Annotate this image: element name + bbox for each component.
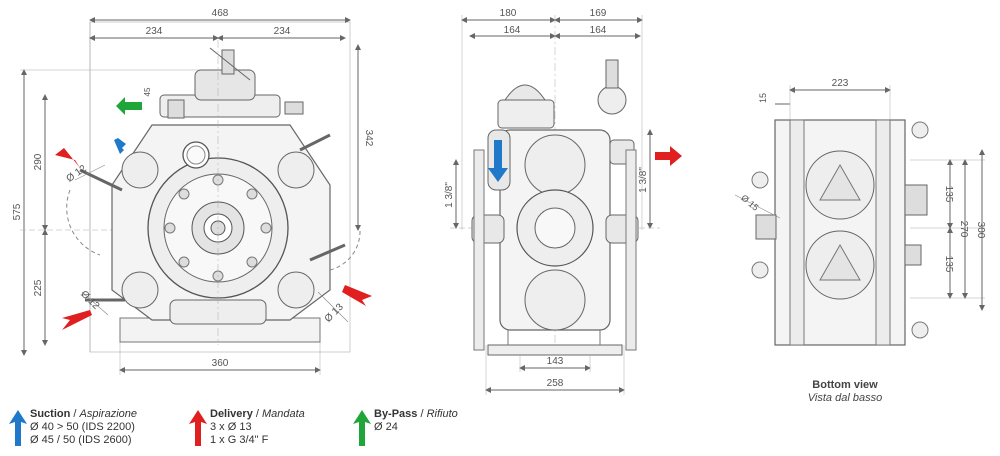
dim-45: 45	[143, 87, 152, 96]
dim-234-right: 234	[274, 26, 291, 37]
side-flow-arrows	[488, 140, 682, 182]
dim-468: 468	[212, 8, 229, 19]
bottom-view-subtitle: Vista dal basso	[807, 392, 883, 404]
dim-thread-left: 1 3/8"	[444, 182, 455, 208]
dim-223: 223	[832, 78, 849, 89]
dim-15: 15	[758, 93, 768, 103]
arrow-up-icon	[9, 410, 27, 446]
delivery-arrow-icon	[655, 146, 682, 166]
dim-dia-12-a: Ø 12	[65, 163, 89, 185]
dim-360: 360	[212, 358, 229, 369]
dim-575: 575	[12, 203, 23, 220]
side-dim-labels: 180 169 164 164 1 3/8" 1 3/8" 143 258	[444, 8, 649, 389]
legend-suction-name: Suction	[30, 408, 71, 420]
dim-dia-13: Ø 13	[323, 301, 346, 324]
dim-270: 270	[958, 221, 969, 238]
dim-225: 225	[33, 279, 44, 296]
legend-suction-name-it: Aspirazione	[79, 408, 137, 420]
dim-300: 300	[975, 222, 986, 239]
legend-delivery-line-2: 1 x G 3/4" F	[210, 434, 269, 446]
legend-bypass-name: By-Pass	[374, 408, 418, 420]
bottom-view	[734, 85, 985, 346]
arrow-up-icon	[189, 410, 207, 446]
legend-bypass-name-it: Rifiuto	[426, 408, 458, 420]
legend-bypass: By-Pass / Rifiuto Ø 24	[352, 408, 502, 452]
dim-180: 180	[500, 8, 517, 19]
legend-delivery-line-1: 3 x Ø 13	[210, 421, 252, 433]
dim-258: 258	[547, 378, 564, 389]
dim-164-left: 164	[504, 25, 521, 36]
delivery-arrow-icon	[342, 285, 372, 306]
legend-delivery-name: Delivery	[210, 408, 253, 420]
dim-164-right: 164	[590, 25, 607, 36]
bypass-arrow-icon	[116, 97, 142, 115]
dim-234-left: 234	[146, 26, 163, 37]
front-flow-arrows	[55, 97, 372, 330]
dim-135-bottom: 135	[943, 256, 954, 273]
legend-delivery: Delivery / Mandata 3 x Ø 13 1 x G 3/4" F	[188, 408, 338, 452]
suction-arrow-icon	[488, 140, 508, 182]
legend-suction: Suction / Aspirazione Ø 40 > 50 (IDS 220…	[8, 408, 198, 452]
dim-135-top: 135	[943, 186, 954, 203]
dim-169: 169	[590, 8, 607, 19]
legend-suction-line-1: Ø 40 > 50 (IDS 2200)	[30, 421, 135, 433]
dim-thread-right: 1 3/8"	[638, 167, 649, 193]
legend-bypass-line-1: Ø 24	[374, 421, 398, 433]
dim-143: 143	[547, 356, 564, 367]
legend-suction-line-2: Ø 45 / 50 (IDS 2600)	[30, 434, 132, 446]
arrow-up-icon	[353, 410, 371, 446]
dim-290: 290	[33, 153, 44, 170]
legend-delivery-name-it: Mandata	[261, 408, 305, 420]
front-view	[20, 17, 361, 375]
delivery-arrow-icon	[62, 310, 92, 330]
dim-342: 342	[363, 130, 374, 147]
dim-dia-15: Ø 15	[739, 193, 760, 213]
delivery-arrow-icon	[55, 148, 80, 168]
side-view	[450, 15, 660, 395]
bottom-view-title: Bottom view	[812, 379, 878, 391]
suction-arrow-icon	[114, 138, 134, 160]
